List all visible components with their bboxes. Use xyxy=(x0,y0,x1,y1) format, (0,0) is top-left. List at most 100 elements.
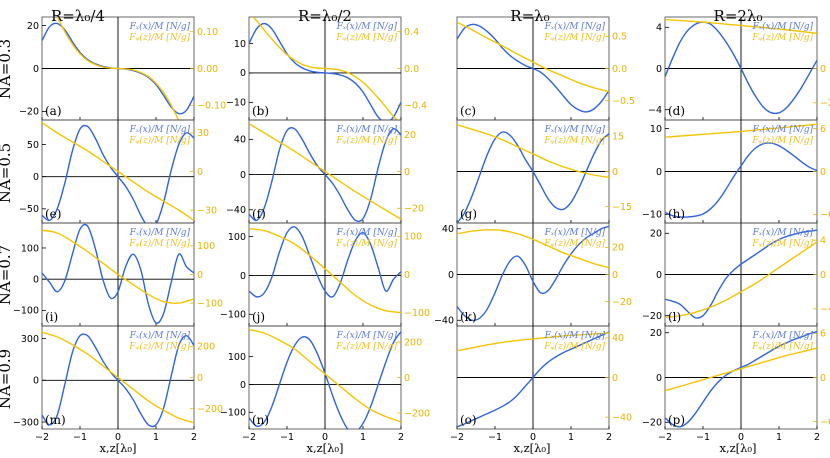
right-tick-label: −2 xyxy=(820,98,830,109)
col-title-0: R=λ₀/4 xyxy=(51,7,105,25)
blue-series-line xyxy=(42,223,194,324)
left-tick-label: −10 xyxy=(226,98,246,109)
blue-series-line xyxy=(665,21,817,115)
panel-label: (p) xyxy=(668,413,685,427)
series-group xyxy=(457,225,609,322)
right-tick-label: 0 xyxy=(612,167,618,178)
left-tick-label: 40 xyxy=(442,224,454,235)
left-tick-label: −10 xyxy=(642,210,662,221)
legend-yellow-entry: Fᵩ(z)/M [N/g] xyxy=(128,32,190,43)
panel-label: (h) xyxy=(668,207,685,221)
left-tick-label: 50 xyxy=(27,140,39,151)
yellow-series-line xyxy=(251,17,399,120)
panel-d: 40−40−2Fₓ(x)/M [N/g]Fᵩ(z)/M [N/g](d) xyxy=(648,16,830,121)
yellow-series-line xyxy=(665,123,817,138)
panel-label: (m) xyxy=(45,413,66,427)
right-tick-label: −200 xyxy=(197,404,223,415)
col-title-2: R=λ₀ xyxy=(510,7,549,25)
left-tick-label: 0 xyxy=(240,380,246,391)
panel-label: (n) xyxy=(252,413,269,427)
legend-blue-entry: Fₓ(x)/M [N/g] xyxy=(129,330,191,341)
legend-blue-entry: Fₓ(x)/M [N/g] xyxy=(129,227,191,238)
row-title-0: NA=0.3 xyxy=(0,39,14,99)
left-tick-label: 0 xyxy=(33,376,39,387)
legend-yellow-entry: Fᵩ(z)/M [N/g] xyxy=(335,238,397,249)
x-tick-label: 1 xyxy=(360,432,366,443)
left-tick-label: −50 xyxy=(19,204,39,215)
legend-yellow-entry: Fᵩ(z)/M [N/g] xyxy=(128,238,190,249)
x-axis-label-3: x,z[λ₀] xyxy=(719,441,756,455)
col-title-3: R=2λ₀ xyxy=(714,7,763,25)
panel-label: (f) xyxy=(252,207,266,221)
panel-c: 0.50.0−0.5Fₓ(x)/M [N/g]Fᵩ(z)/M [N/g](c) xyxy=(456,16,635,121)
x-axis-label-1: x,z[λ₀] xyxy=(306,441,343,455)
legend-blue-entry: Fₓ(x)/M [N/g] xyxy=(544,124,606,135)
panel-label: (e) xyxy=(45,207,61,221)
left-tick-label: 0 xyxy=(33,172,39,183)
blue-series-line xyxy=(42,124,194,223)
left-tick-label: 20 xyxy=(27,21,39,32)
left-tick-label: 10 xyxy=(650,124,662,135)
right-tick-label: −0.4 xyxy=(404,101,427,112)
right-tick-label: 0 xyxy=(612,373,618,384)
right-tick-label: 0 xyxy=(404,270,410,281)
x-tick-label: 2 xyxy=(814,432,820,443)
x-tick-label: −1 xyxy=(488,432,502,443)
left-tick-label: 20 xyxy=(650,328,662,339)
right-tick-label: −200 xyxy=(404,408,430,419)
legend-yellow-entry: Fᵩ(z)/M [N/g] xyxy=(751,32,813,43)
legend-blue-entry: Fₓ(x)/M [N/g] xyxy=(544,227,606,238)
x-tick-label: 1 xyxy=(153,432,159,443)
x-tick-label: 2 xyxy=(191,432,197,443)
x-tick-label: 0 xyxy=(530,432,536,443)
series-group xyxy=(42,223,194,324)
series-group xyxy=(249,328,401,429)
legend-blue-entry: Fₓ(x)/M [N/g] xyxy=(129,21,191,32)
x-axis-label-0: x,z[λ₀] xyxy=(99,441,136,455)
x-tick-label: −2 xyxy=(658,432,672,443)
yellow-series-line xyxy=(665,18,817,34)
right-tick-label: 0 xyxy=(197,167,203,178)
left-tick-label: 0 xyxy=(240,271,246,282)
legend-yellow-entry: Fᵩ(z)/M [N/g] xyxy=(335,341,397,352)
right-tick-label: 200 xyxy=(404,337,422,348)
legend-blue-entry: Fₓ(x)/M [N/g] xyxy=(336,21,398,32)
right-tick-label: 40 xyxy=(612,333,624,344)
right-tick-label: 0.00 xyxy=(197,64,218,75)
left-tick-label: 20 xyxy=(650,229,662,240)
right-tick-label: 0 xyxy=(820,373,826,384)
left-tick-label: 300 xyxy=(21,334,39,345)
yellow-series-line xyxy=(457,332,609,352)
yellow-series-line xyxy=(42,229,194,304)
x-tick-label: −2 xyxy=(35,432,49,443)
left-tick-label: 0 xyxy=(448,270,454,281)
x-tick-label: −1 xyxy=(73,432,87,443)
row-title-1: NA=0.5 xyxy=(0,143,14,203)
blue-series-line xyxy=(665,330,817,428)
right-tick-label: −100 xyxy=(404,308,430,319)
yellow-series-line xyxy=(665,241,817,319)
right-tick-label: 30 xyxy=(197,128,209,139)
left-tick-label: −100 xyxy=(13,306,39,317)
legend-yellow-entry: Fᵩ(z)/M [N/g] xyxy=(543,135,605,146)
right-tick-label: 20 xyxy=(404,130,416,141)
right-tick-label: 0 xyxy=(820,64,826,75)
legend-blue-entry: Fₓ(x)/M [N/g] xyxy=(336,330,398,341)
series-group xyxy=(457,331,609,428)
right-tick-label: 0 xyxy=(197,373,203,384)
right-tick-label: −20 xyxy=(404,204,424,215)
left-tick-label: 100 xyxy=(21,243,39,254)
series-group xyxy=(249,226,401,314)
blue-series-line xyxy=(665,142,817,218)
series-group xyxy=(42,331,194,428)
yellow-series-line xyxy=(56,17,180,120)
legend-blue-entry: Fₓ(x)/M [N/g] xyxy=(544,330,606,341)
legend-yellow-entry: Fᵩ(z)/M [N/g] xyxy=(335,32,397,43)
yellow-series-line xyxy=(457,124,609,179)
